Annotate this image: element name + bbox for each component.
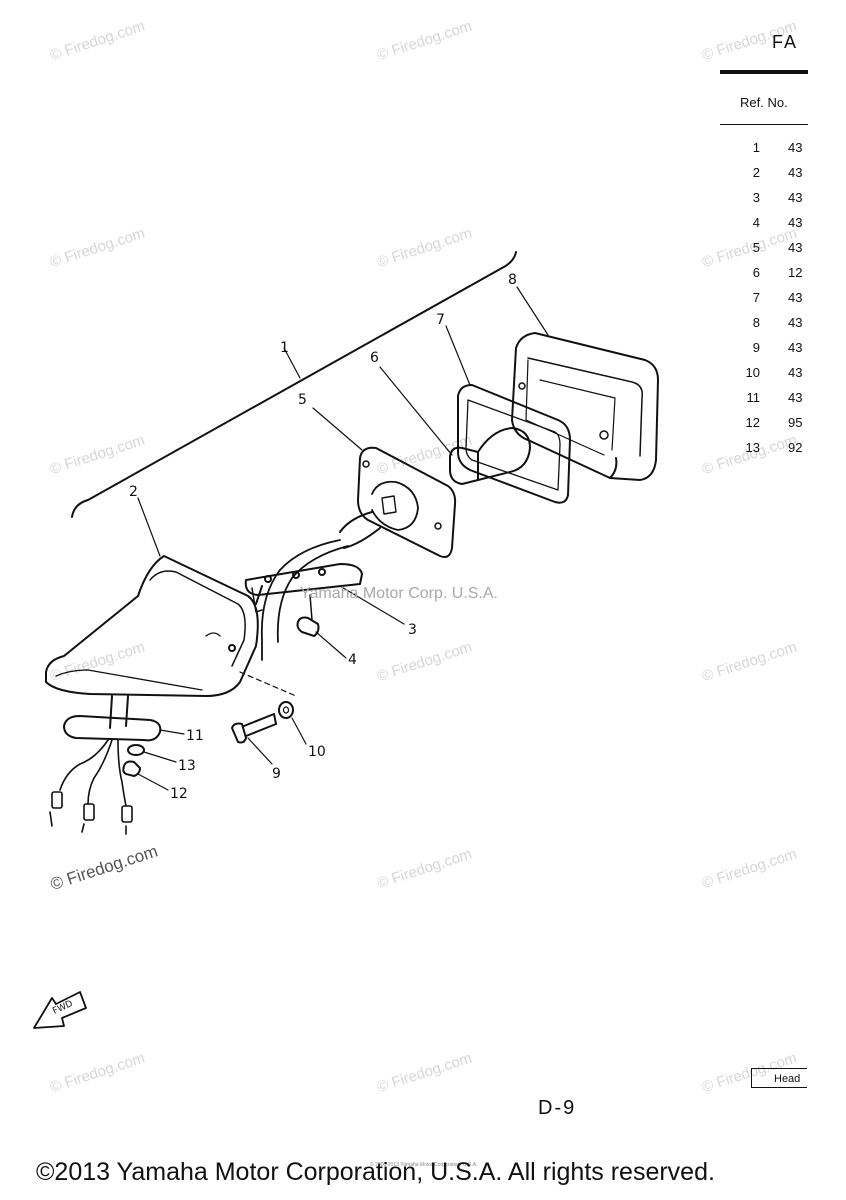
page-code: D-9 (538, 1097, 577, 1119)
fwd-arrow (33, 991, 87, 1029)
callout-4: 4 (348, 652, 357, 668)
part-washer-hole (282, 706, 290, 714)
dashed-guide (239, 671, 297, 697)
wire-harness (260, 539, 341, 661)
part-bolt (231, 713, 277, 744)
callout-8: 8 (508, 272, 517, 288)
callout-7: 7 (436, 312, 445, 328)
part-bulb (449, 427, 531, 485)
lead-wires (49, 739, 133, 835)
part-lens (511, 332, 659, 481)
leader-line (247, 737, 273, 765)
leader-line (312, 407, 363, 451)
callout-11: 11 (186, 728, 204, 744)
part-washer (278, 701, 294, 719)
leader-line (379, 366, 453, 456)
callout-2: 2 (129, 484, 138, 500)
leader-line (445, 325, 471, 386)
callout-1: 1 (280, 340, 289, 356)
callout-13: 13 (178, 758, 196, 774)
table-header-rule (720, 124, 808, 125)
part-lower-plate (63, 715, 162, 742)
callout-10: 10 (308, 744, 326, 760)
callout-5: 5 (298, 392, 307, 408)
leader-line (291, 717, 307, 745)
callout-3: 3 (408, 622, 417, 638)
callout-6: 6 (370, 350, 379, 366)
fine-print: © 2006-2013 Yamaha Motor Corporation, U.… (370, 1162, 478, 1168)
leader-line (339, 585, 405, 625)
section-tab-head: Head (751, 1068, 807, 1088)
table-top-rule (720, 70, 808, 74)
leader-line (137, 773, 169, 791)
part-nut-lower (122, 760, 141, 777)
wire-harness (276, 545, 349, 643)
table-header-ref: Ref. No. (740, 95, 788, 110)
leader-line (516, 286, 549, 336)
part-nut (296, 616, 320, 637)
callout-9: 9 (272, 766, 281, 782)
copyright-notice: ©2013 Yamaha Motor Corporation, U.S.A. A… (36, 1158, 715, 1186)
part-socket (339, 446, 457, 558)
part-bracket-plate (244, 563, 363, 621)
part-washer-small (127, 744, 145, 756)
leader-line (143, 751, 177, 763)
leader-line (283, 347, 301, 379)
leader-line (315, 631, 347, 659)
assembly-bracket (71, 251, 517, 518)
diagram-credit: Yamaha Motor Corp. U.S.A. (300, 585, 498, 602)
leader-line (159, 729, 185, 735)
part-housing (45, 555, 259, 729)
callout-12: 12 (170, 786, 188, 802)
part-gasket (457, 384, 571, 504)
leader-line (137, 497, 161, 557)
table-title-fragment: FA (772, 32, 799, 52)
